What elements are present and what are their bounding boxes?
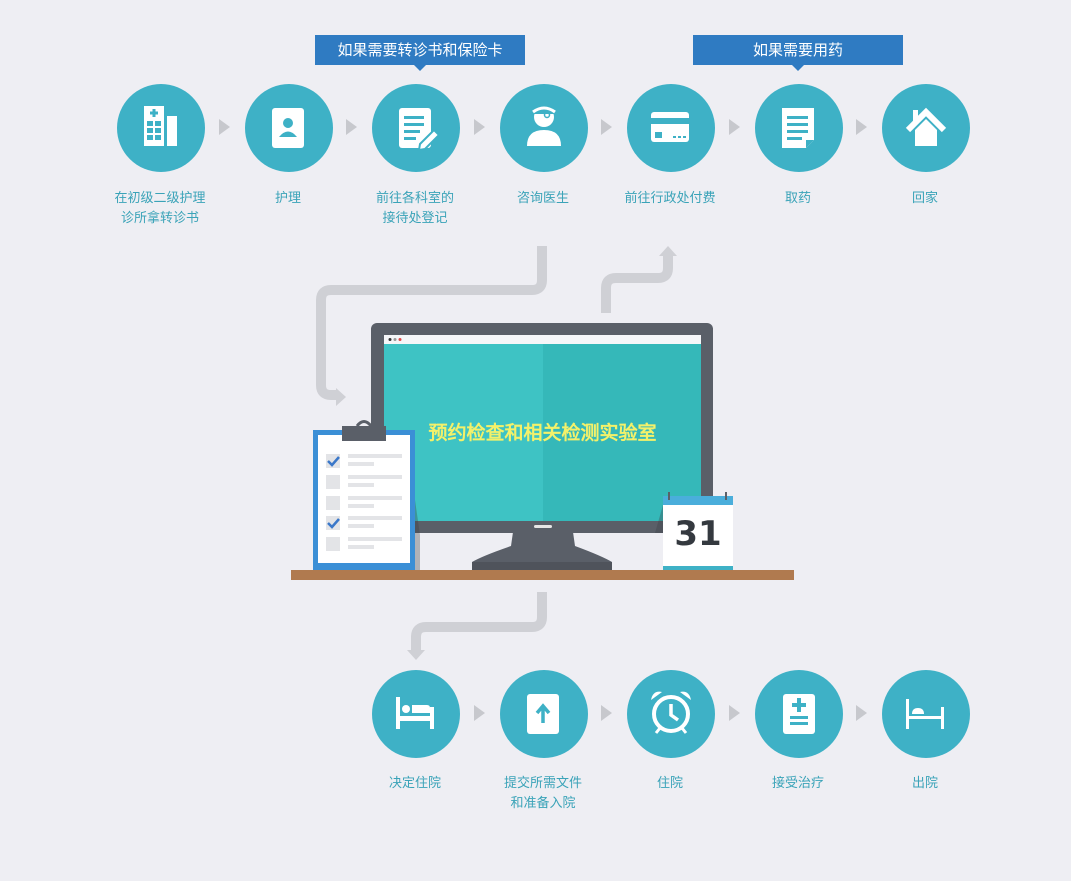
step-label: 前往各科室的 接待处登记 [375,191,454,226]
arrow-right-icon [856,705,867,721]
id-card-icon [272,108,304,148]
prescription-icon [782,108,814,148]
step-label: 在初级二级护理 诊所拿转诊书 [114,191,206,226]
arrow-right-icon [729,705,740,721]
step-doctor-circle [500,84,588,172]
credit-card-icon [651,112,689,142]
step-label: 前往行政处付费 [624,191,716,206]
arrow-right-icon [601,705,612,721]
upload-document-icon [527,694,559,734]
doctor-icon [527,106,561,146]
form-edit-icon [399,108,441,152]
home-icon [905,107,947,146]
step-home-circle [882,84,970,172]
calendar-icon [655,492,733,570]
hospital-building-icon [144,106,177,146]
step-label: 提交所需文件 和准备入院 [503,776,582,811]
banner-referral: 如果需要转诊书和保险卡 [315,35,525,71]
step-medicine-circle [755,84,843,172]
screen-title: 预约检查和相关检测实验室 [428,422,657,444]
arrow-right-icon [856,119,867,135]
step-label: 回家 [911,191,938,206]
step-label: 住院 [656,776,683,791]
arrow-right-icon [219,119,230,135]
clipboard-icon [313,420,420,570]
step-decide-hospitalize-circle [372,670,460,758]
medical-chart-icon [783,694,815,734]
step-hospitalize-circle [627,670,715,758]
step-payment-circle [627,84,715,172]
connector-to-computer [316,246,547,400]
arrow-right-icon [729,119,740,135]
connector-to-admission [411,592,547,650]
step-submit-documents-circle [500,670,588,758]
step-nursing-circle [245,84,333,172]
arrow-head-icon [407,650,425,660]
step-referral-circle [117,84,205,172]
alarm-clock-icon [651,691,691,734]
arrow-right-icon [474,119,485,135]
step-label: 取药 [784,191,811,206]
step-treatment-circle [755,670,843,758]
monitor-stand [472,532,612,562]
browser-bar [384,335,701,344]
connector-to-payment [601,256,673,313]
step-label: 咨询医生 [516,191,569,206]
step-label: 接受治疗 [771,776,824,791]
step-register-circle [372,84,460,172]
bed-icon [396,697,434,729]
banner-medicine: 如果需要用药 [693,35,903,71]
arrow-head-icon [659,246,677,256]
arrow-right-icon [601,119,612,135]
monitor-logo [534,525,552,528]
arrow-right-icon [474,705,485,721]
step-discharge-circle [882,670,970,758]
step-label: 出院 [911,776,938,791]
discharge-bed-icon [906,699,944,729]
arrow-head-icon [336,388,346,406]
step-label: 决定住院 [388,776,441,791]
desk [291,570,794,580]
computer-illustration [291,323,794,580]
step-label: 护理 [274,191,301,206]
arrow-right-icon [346,119,357,135]
calendar-day: 31 [674,514,722,554]
